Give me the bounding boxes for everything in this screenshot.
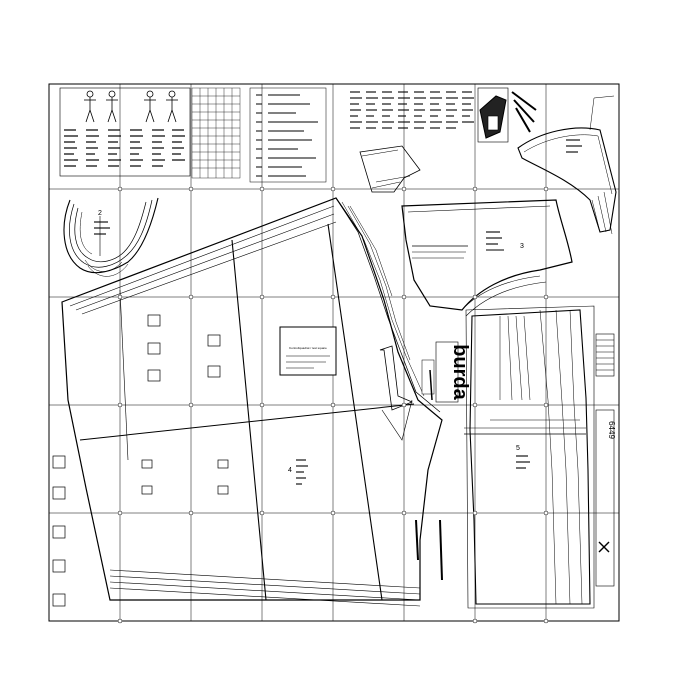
pattern-piece-5 (464, 305, 595, 609)
symbols-legend (249, 87, 327, 183)
test-square (279, 326, 337, 376)
instructions-block (59, 87, 537, 183)
burda-logo: burda (421, 341, 471, 403)
piece-thumbnails (52, 314, 229, 607)
model-figures (84, 90, 178, 123)
pattern-piece-2 (63, 197, 159, 277)
test-square-label: Kontrollquadrat / test square (289, 346, 327, 350)
piece-number-3: 3 (520, 243, 524, 250)
grid-markers (117, 186, 549, 624)
piece-number-5: 5 (516, 445, 520, 452)
sheet-border (48, 83, 620, 622)
style-number: 6449 (607, 421, 616, 439)
scissors-icon (598, 541, 610, 553)
right-scale (595, 333, 615, 587)
tile-grid (49, 84, 619, 621)
piece-number-2: 2 (98, 210, 102, 217)
piece-number-4: 4 (288, 467, 292, 474)
pattern-piece-1 (61, 197, 443, 607)
pattern-piece-3 (359, 145, 573, 317)
illustration-thumb (477, 87, 537, 143)
piece-markings (94, 139, 582, 581)
size-table (191, 87, 241, 179)
brand-logo-text: burda (449, 344, 471, 400)
instruction-text-columns (64, 129, 185, 167)
pattern-piece-1-sleeve (517, 95, 617, 235)
text-block-top (350, 91, 474, 129)
